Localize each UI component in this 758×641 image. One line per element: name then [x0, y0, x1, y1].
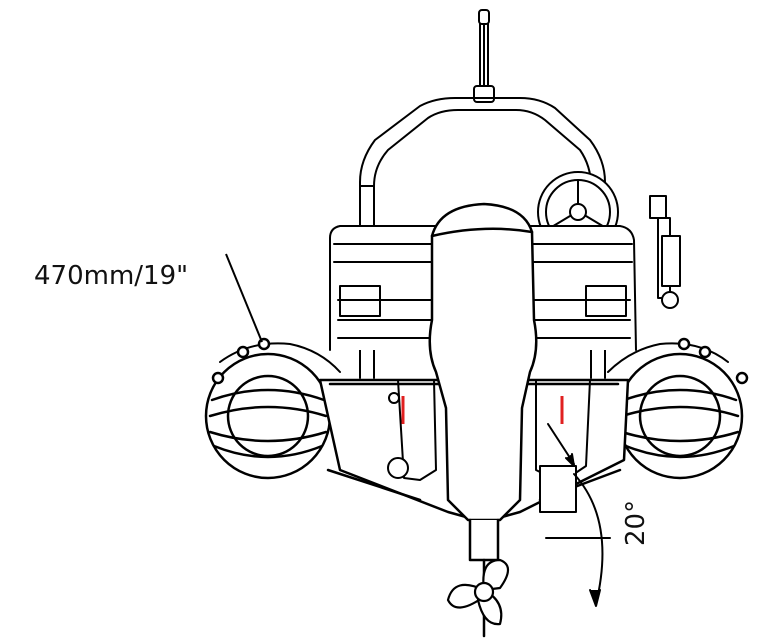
antenna	[473, 9, 495, 103]
transom-brackets	[379, 379, 591, 513]
tube-dimension-label: 470mm/19"	[34, 261, 188, 291]
dimension-leader-line	[225, 253, 263, 343]
starboard-tube	[607, 337, 749, 480]
trim-angle-label: 20°	[621, 500, 651, 546]
propeller-icon	[446, 558, 510, 626]
port-tube	[204, 337, 341, 480]
trim-angle-indicator	[545, 423, 611, 607]
throttle-lever	[649, 195, 681, 309]
outboard-engine	[428, 202, 538, 638]
red-markers	[401, 396, 564, 424]
